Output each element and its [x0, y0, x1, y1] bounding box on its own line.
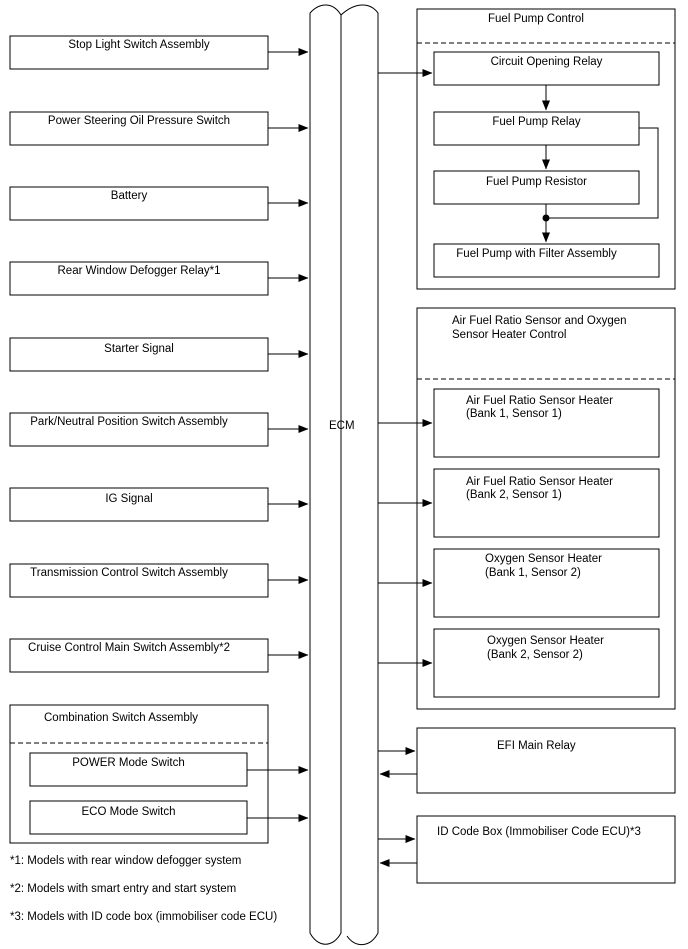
input-label-stop-light: Stop Light Switch Assembly — [68, 39, 210, 51]
input-label-park-neutral: Park/Neutral Position Switch Assembly — [30, 416, 228, 428]
input-label-transmission: Transmission Control Switch Assembly — [30, 567, 228, 579]
ecm-block — [309, 4, 379, 946]
fuel-pump-resistor-box — [433, 170, 640, 205]
id-code-box — [416, 815, 676, 884]
af-heater-b1s1-line1: Air Fuel Ratio Sensor Heater — [466, 395, 614, 407]
ecm-label: ECM — [329, 420, 355, 432]
note-3: *3: Models with ID code box (immobiliser… — [10, 911, 278, 923]
input-label-starter: Starter Signal — [104, 343, 174, 355]
input-label-ig: IG Signal — [105, 493, 153, 505]
input-label-defogger: Rear Window Defogger Relay*1 — [57, 265, 221, 277]
efi-main-relay-label: EFI Main Relay — [497, 740, 576, 752]
efi-main-relay-box — [416, 727, 676, 794]
af-heater-b2s1-line2: (Bank 2, Sensor 1) — [466, 489, 562, 501]
af-heater-b2s1-line1: Air Fuel Ratio Sensor Heater — [466, 476, 614, 488]
fuel-pump-filter-label: Fuel Pump with Filter Assembly — [456, 248, 617, 260]
power-mode-switch-label: POWER Mode Switch — [72, 757, 185, 769]
fuel-pump-control-title: Fuel Pump Control — [488, 13, 584, 25]
id-code-box-label: ID Code Box (Immobiliser Code ECU)*3 — [437, 826, 641, 838]
input-label-battery: Battery — [110, 190, 148, 202]
combination-switch-group — [9, 704, 269, 844]
note-1: *1: Models with rear window defogger sys… — [10, 855, 242, 867]
o2-heater-b1s2-box — [433, 548, 660, 618]
o2-heater-b2s2-line1: Oxygen Sensor Heater — [487, 635, 604, 647]
af-heater-b2s1-box — [433, 468, 660, 538]
o2-heater-b1s2-line2: (Bank 1, Sensor 2) — [485, 567, 581, 579]
fuel-pump-resistor-label: Fuel Pump Resistor — [486, 176, 587, 188]
eco-mode-switch-label: ECO Mode Switch — [81, 806, 176, 818]
af-sensor-control-group — [416, 307, 676, 710]
note-2: *2: Models with smart entry and start sy… — [10, 883, 237, 895]
combination-switch-title: Combination Switch Assembly — [44, 712, 199, 724]
fuel-pump-relay-label: Fuel Pump Relay — [492, 116, 581, 128]
af-sensor-control-title-2: Sensor Heater Control — [452, 329, 567, 341]
circuit-opening-relay-label: Circuit Opening Relay — [490, 56, 603, 68]
fuel-pump-control-group — [416, 8, 676, 290]
o2-heater-b1s2-line1: Oxygen Sensor Heater — [485, 553, 602, 565]
o2-heater-b2s2-line2: (Bank 2, Sensor 2) — [487, 649, 583, 661]
o2-heater-b2s2-box — [433, 628, 660, 698]
af-sensor-control-title-1: Air Fuel Ratio Sensor and Oxygen — [452, 315, 627, 327]
input-label-power-steering: Power Steering Oil Pressure Switch — [47, 115, 231, 127]
junction-dot — [542, 214, 550, 222]
fuel-pump-filter-box — [433, 243, 660, 278]
af-heater-b1s1-line2: (Bank 1, Sensor 1) — [466, 408, 562, 420]
input-label-cruise: Cruise Control Main Switch Assembly*2 — [28, 642, 230, 654]
af-heater-b1s1-box — [433, 388, 660, 458]
